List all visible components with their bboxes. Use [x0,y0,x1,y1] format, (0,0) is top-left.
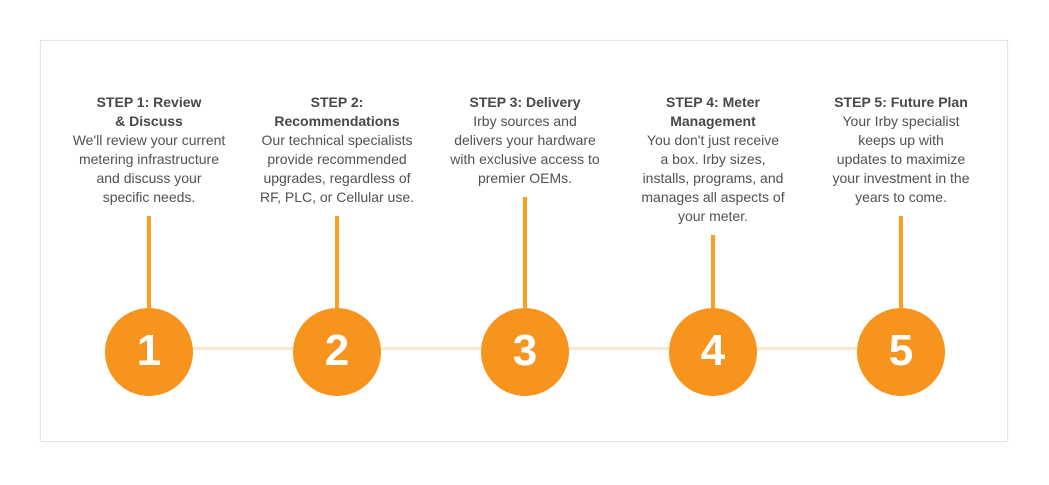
step-description: Irby sources and delivers your hardware … [450,113,600,186]
step-3-delivery: STEP 3: Delivery Irby sources and delive… [431,93,619,396]
step-title: STEP 5: Future Plan [834,94,968,110]
step-stem-line [523,197,527,308]
step-stem-line [147,216,151,308]
step-description: You don't just receive a box. Irby sizes… [641,132,785,224]
step-number: 5 [888,325,914,375]
step-number: 2 [324,325,350,375]
step-4-meter-management: STEP 4: Meter Management You don't just … [619,93,807,396]
step-stem-line [711,235,715,308]
step-title: STEP 1: Review & Discuss [96,94,202,129]
steps-row: STEP 1: Review & Discuss We'll review yo… [55,93,995,396]
step-description: We'll review your current metering infra… [72,132,226,205]
step-circle: 4 [669,308,757,396]
step-2-recommendations: STEP 2: Recommendations Our technical sp… [243,93,431,396]
step-number: 4 [700,325,726,375]
step-description: Our technical specialists provide recomm… [259,132,415,205]
timeline-card: STEP 1: Review & Discuss We'll review yo… [40,40,1008,442]
step-stem-line [899,216,903,308]
step-circle: 3 [481,308,569,396]
step-number: 1 [136,325,162,375]
step-title: STEP 4: Meter Management [666,94,760,129]
step-number: 3 [512,325,538,375]
step-circle: 2 [293,308,381,396]
step-description: Your Irby specialist keeps up with updat… [832,113,970,205]
step-circle: 1 [105,308,193,396]
step-stem-line [335,216,339,308]
step-title: STEP 3: Delivery [469,94,581,110]
step-circle: 5 [857,308,945,396]
step-5-future-plan: STEP 5: Future Plan Your Irby specialist… [807,93,995,396]
step-1-review-discuss: STEP 1: Review & Discuss We'll review yo… [55,93,243,396]
step-title: STEP 2: Recommendations [274,94,400,129]
